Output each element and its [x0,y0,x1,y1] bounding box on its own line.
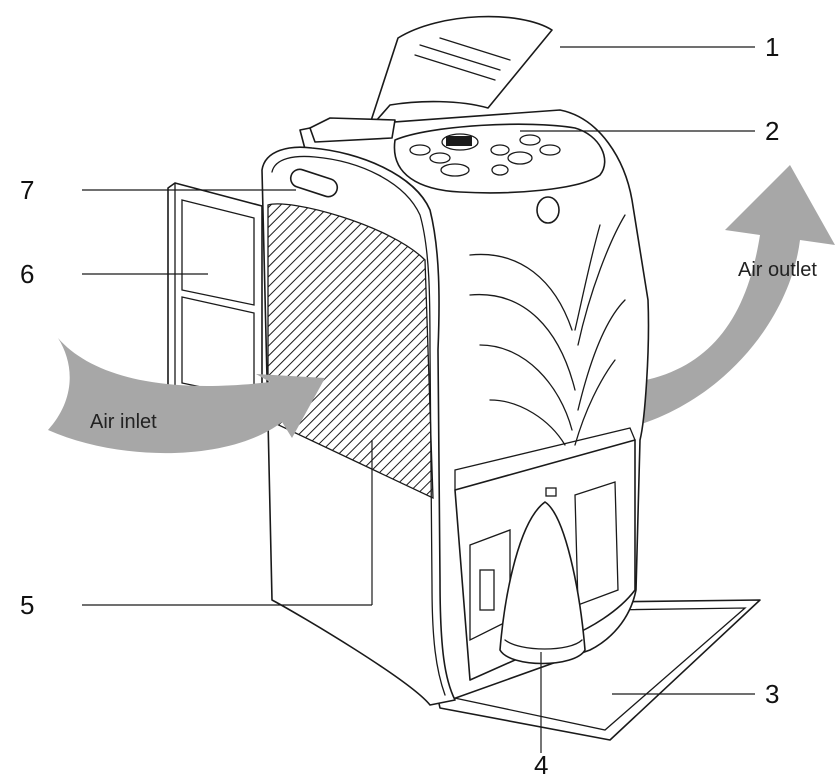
callout-1: 1 [765,32,780,62]
air-outlet-arrow [610,165,835,432]
air-inlet-label: Air inlet [90,411,157,433]
control-buttons [409,133,561,177]
leader-lines [82,46,755,753]
callout-2: 2 [765,116,780,146]
carry-handle [289,168,339,198]
callout-4: 4 [534,750,549,780]
top-lid [367,15,553,131]
intake-grille [267,203,434,500]
bucket-spout [499,501,586,665]
filter-frame [167,182,263,411]
callout-7: 7 [20,175,35,205]
side-swooshes [469,214,626,446]
callout-5: 5 [20,590,35,620]
control-panel [393,123,606,194]
air-inlet-arrow [48,338,325,454]
callout-6: 6 [20,259,35,289]
air-outlet-label: Air outlet [738,259,817,281]
callout-3: 3 [765,679,780,709]
